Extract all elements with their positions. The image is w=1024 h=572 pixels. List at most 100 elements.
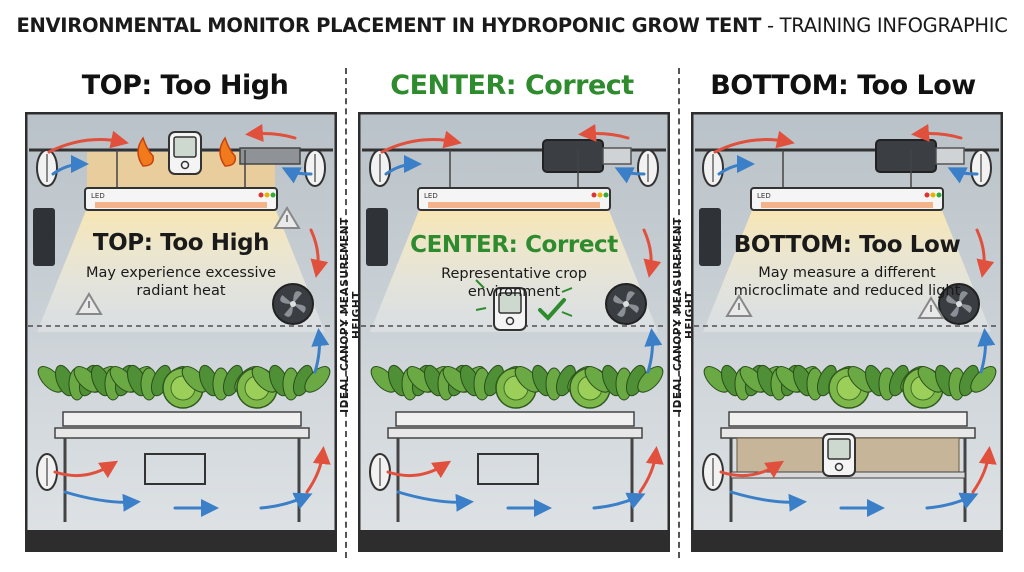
panel-center-heading: CENTER: Correct (390, 70, 634, 101)
wall-fan-right (304, 149, 326, 187)
light-beam (703, 208, 991, 332)
monitor-fan-icon (505, 316, 515, 326)
canopy-height-label-1: IDEAL CANOPY MEASUREMENT HEIGHT (339, 217, 363, 413)
shelf-sign (477, 453, 539, 485)
tent-illustration: LED (358, 112, 670, 552)
fan-blade (959, 304, 972, 314)
light-beam (37, 208, 325, 332)
shelf-sign (144, 453, 206, 485)
airflow-arrow (384, 155, 422, 176)
success-ray (561, 287, 573, 293)
led-indicator (930, 192, 936, 198)
airflow-arrow (281, 167, 313, 184)
environmental-monitor (493, 287, 527, 331)
led-indicator (597, 192, 603, 198)
monitor-screen (827, 438, 851, 460)
airflow-arrow (642, 228, 662, 278)
panel-divider-2 (678, 68, 680, 558)
check-mark-icon (538, 298, 566, 321)
environmental-monitor (822, 433, 856, 477)
led-indicator (936, 192, 942, 198)
monitor-screen (173, 136, 197, 158)
vent-panel (33, 208, 55, 266)
airflow-arrow (386, 460, 452, 479)
airflow-arrow (947, 167, 979, 184)
tent-base (26, 530, 336, 551)
led-diodes (95, 202, 267, 208)
led-indicator (924, 192, 930, 198)
fan-hub (623, 301, 629, 307)
title-main: ENVIRONMENTAL MONITOR PLACEMENT IN HYDRO… (16, 14, 762, 37)
infographic-title: ENVIRONMENTAL MONITOR PLACEMENT IN HYDRO… (0, 14, 1024, 37)
wall-fan-left (369, 149, 391, 187)
plant-tray (62, 411, 302, 427)
inline-duct-fan (875, 139, 965, 173)
airflow-arrow (245, 124, 297, 142)
airflow-arrow (971, 446, 997, 494)
fan-blade (946, 294, 959, 305)
fan-blade (958, 291, 968, 304)
clip-fan (272, 283, 314, 325)
airflow-arrow (911, 124, 963, 142)
duct-fan-body (542, 139, 604, 173)
grow-tent-top: LED TOP: Too High May experience excessi… (25, 112, 337, 552)
fan-blade (616, 304, 626, 317)
airflow-arrow (977, 328, 996, 374)
airflow-arrow (713, 130, 795, 154)
vent-panel (699, 208, 721, 266)
wall-fan-left (702, 149, 724, 187)
fan-blade (280, 294, 293, 305)
monitor-fan-icon (834, 462, 844, 472)
fan-blade (283, 304, 294, 317)
airflow-arrow (644, 328, 663, 374)
led-indicator (270, 192, 276, 198)
title-subtitle: - TRAINING INFOGRAPHIC (767, 14, 1008, 37)
tent-scene: LED (691, 112, 1003, 552)
airflow-arrow (259, 492, 313, 510)
panel-top-heading: TOP: Too High (81, 70, 289, 101)
vent-panel (366, 208, 388, 266)
airflow-arrow (719, 460, 785, 479)
airflow-arrow (47, 130, 129, 154)
plant-tray (395, 411, 635, 427)
leaf (304, 366, 331, 393)
description-center: Representative crop environment (441, 266, 587, 300)
led-diodes (428, 202, 600, 208)
monitor-screen (498, 292, 522, 314)
airflow-arrow (578, 124, 630, 142)
table-top (54, 427, 310, 439)
duct-hose (602, 147, 632, 165)
panel-divider-1 (345, 68, 347, 558)
inner-heading-center: CENTER: Correct (410, 232, 618, 258)
tent-illustration: LED (25, 112, 337, 552)
airflow-arrow (309, 228, 329, 278)
fan-blade (626, 304, 639, 314)
inner-heading-top: TOP: Too High (92, 230, 270, 256)
airflow-arrow (925, 492, 979, 510)
flame-icon (219, 136, 237, 167)
tent-illustration: LED (691, 112, 1003, 552)
led-indicator (264, 192, 270, 198)
led-label: LED (424, 192, 438, 200)
duct-fan-body (875, 139, 937, 173)
leaf (970, 366, 997, 393)
flame-icon (137, 136, 155, 167)
description-top: May experience excessive radiant heat (85, 265, 277, 299)
fan-blade (293, 304, 306, 314)
fan-blade (949, 304, 959, 317)
clip-fan (605, 283, 647, 325)
success-ray (475, 279, 485, 289)
description-bottom: May measure a different microclimate and… (733, 265, 961, 299)
tent-base (359, 530, 669, 551)
tent-scene: LED (25, 112, 337, 552)
plant-6 (584, 364, 664, 401)
tent-scene: LED (358, 112, 670, 552)
fan-blade (292, 291, 302, 304)
fan-blade (625, 291, 635, 304)
plant-6 (917, 364, 997, 401)
led-diodes (761, 202, 933, 208)
led-label: LED (91, 192, 105, 200)
fan-hub (290, 301, 296, 307)
wall-fan-right (970, 149, 992, 187)
airflow-arrow (592, 492, 646, 510)
